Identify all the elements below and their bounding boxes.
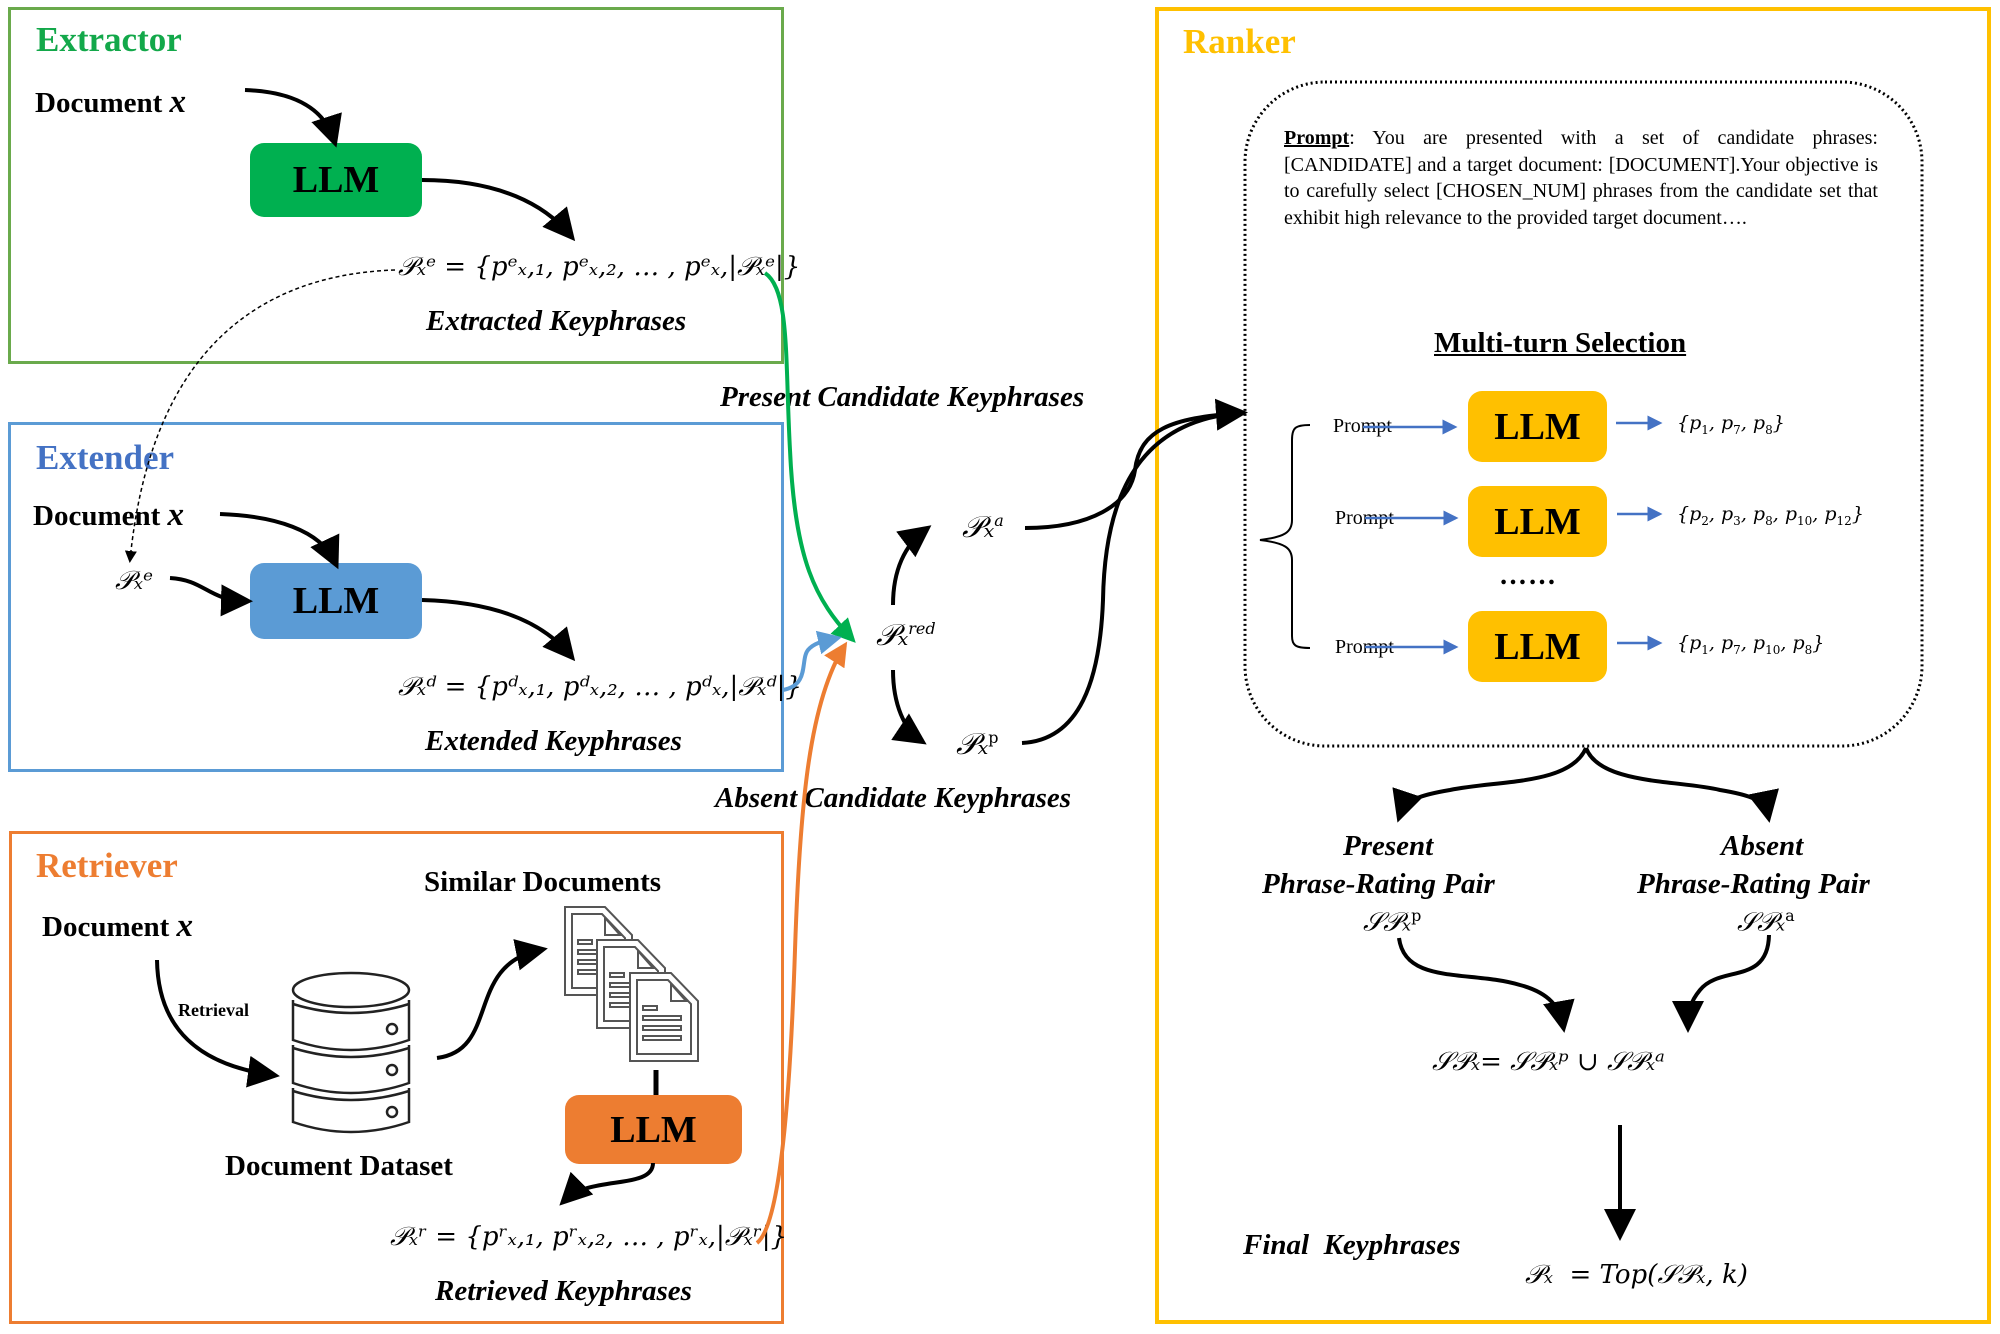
document-var: x — [169, 84, 187, 120]
extender-llm-box: LLM — [250, 563, 422, 639]
retrieval-label: Retrieval — [178, 1000, 249, 1020]
turns-ellipsis: …… — [1499, 560, 1557, 591]
extender-title: Extender — [36, 438, 175, 477]
extender-document-label: Document x — [33, 497, 184, 534]
present-candidate-label: Present Candidate Keyphrases — [720, 381, 1085, 413]
turn-3-prompt: Prompt — [1335, 636, 1394, 658]
selected-phrase: p1 — [1689, 632, 1709, 657]
extractor-title: Extractor — [36, 20, 182, 59]
llm-label: LLM — [292, 159, 380, 201]
selected-phrase: p8 — [1792, 632, 1813, 657]
extender-output-formula: 𝒫ₓᵈ = {pᵈₓ,₁, pᵈₓ,₂, … , pᵈₓ,|𝒫ₓᵈ|} — [398, 672, 802, 703]
formula-text: 𝒫ₓᵉ = {pᵉₓ,₁, pᵉₓ,₂, … , pᵉₓ,|𝒫ₓᵉ|} — [398, 252, 801, 282]
document-text: Document — [35, 87, 163, 119]
llm-label: LLM — [610, 1108, 697, 1151]
selected-phrase: p12 — [1824, 503, 1852, 528]
extractor-output-formula: 𝒫ₓᵉ = {pᵉₓ,₁, pᵉₓ,₂, … , pᵉₓ,|𝒫ₓᵉ|} — [398, 252, 800, 283]
selected-phrase: p10 — [1752, 632, 1781, 657]
llm-label: LLM — [1494, 500, 1581, 543]
p-present-formula: 𝒫ₓp — [956, 727, 999, 762]
document-dataset-label: Document Dataset — [225, 1150, 453, 1182]
arrow-pred-to-pp — [891, 669, 927, 745]
formula-sup: a — [1785, 906, 1795, 925]
formula-sup: a — [994, 511, 1004, 530]
turn-3-llm-box: LLM — [1468, 611, 1607, 682]
llm-label: LLM — [1494, 625, 1581, 668]
turn-1-llm-box: LLM — [1468, 391, 1607, 462]
turn-1-prompt: Prompt — [1333, 415, 1392, 437]
document-text: Document — [33, 500, 161, 532]
final-formula: 𝒫ₓ = Top(𝒮𝒫ₓ, k) — [1525, 1260, 1748, 1290]
arrow-pred-to-pa — [891, 525, 932, 606]
formula-text: 𝒮𝒫ₓ — [1363, 907, 1412, 938]
extractor-panel — [8, 7, 784, 364]
extender-input-formula: 𝒫ₓᵉ — [115, 566, 153, 597]
turn-2-llm-box: LLM — [1468, 486, 1607, 557]
llm-label: LLM — [292, 580, 380, 622]
formula-text: 𝒮𝒫ₓ — [1737, 907, 1786, 938]
selected-phrase: p8 — [1752, 503, 1773, 528]
turn-2-selection: {p2, p3, p8, p10, p12} — [1677, 503, 1864, 528]
selected-phrase: p2 — [1689, 503, 1709, 528]
present-pair-subtitle: Phrase-Rating Pair — [1262, 868, 1495, 900]
union-formula: 𝒮𝒫ₓ= 𝒮𝒫ₓᵖ ∪ 𝒮𝒫ₓᵃ — [1432, 1047, 1665, 1077]
turn-1-selection: {p1, p7, p8} — [1677, 412, 1785, 437]
p-absent-formula: 𝒫ₓa — [962, 510, 1004, 545]
document-var: x — [176, 908, 194, 944]
multi-turn-title: Multi-turn Selection — [1434, 327, 1687, 359]
formula-text: 𝒫ₓ — [962, 510, 995, 545]
formula-text: 𝒫ₓ — [876, 618, 909, 653]
p-red-formula: 𝒫ₓred — [876, 618, 936, 653]
absent-pair-title: Absent — [1721, 830, 1804, 862]
llm-label: LLM — [1494, 405, 1581, 448]
formula-text: 𝒫ₓᵉ — [115, 566, 154, 596]
selected-phrase: p7 — [1721, 412, 1741, 437]
retriever-output-caption: Retrieved Keyphrases — [435, 1275, 692, 1307]
turn-3-selection: {p1, p7, p10, p8} — [1677, 632, 1825, 657]
formula-text: 𝒫ₓ — [956, 727, 989, 762]
selected-phrase: p10 — [1784, 503, 1813, 528]
prompt-label: Prompt — [1284, 127, 1350, 149]
extractor-output-caption: Extracted Keyphrases — [426, 305, 687, 337]
retriever-title: Retriever — [36, 846, 178, 885]
selected-phrase: p3 — [1721, 503, 1741, 528]
selected-phrase: p7 — [1721, 632, 1741, 657]
prompt-template: Prompt: You are presented with a set of … — [1284, 125, 1878, 231]
present-pair-formula: 𝒮𝒫ₓp — [1363, 906, 1421, 939]
retriever-llm-box: LLM — [565, 1095, 742, 1164]
turn-2-prompt: Prompt — [1335, 507, 1394, 529]
formula-text: 𝒫ₓᵈ = {pᵈₓ,₁, pᵈₓ,₂, … , pᵈₓ,|𝒫ₓᵈ|} — [398, 672, 802, 702]
retriever-document-label: Document x — [42, 908, 193, 945]
formula-sup: p — [1411, 906, 1422, 925]
formula-text: 𝒫ₓʳ = {pʳₓ,₁, pʳₓ,₂, … , pʳₓ,|𝒫ₓʳ|} — [390, 1222, 788, 1252]
similar-documents-label: Similar Documents — [424, 866, 662, 898]
selected-phrase: p1 — [1689, 412, 1709, 437]
absent-pair-formula: 𝒮𝒫ₓa — [1737, 906, 1795, 939]
present-pair-title: Present — [1343, 830, 1434, 862]
extractor-llm-box: LLM — [250, 143, 422, 217]
document-var: x — [167, 497, 185, 533]
extractor-document-label: Document x — [35, 84, 186, 121]
absent-candidate-label: Absent Candidate Keyphrases — [715, 782, 1072, 814]
retriever-output-formula: 𝒫ₓʳ = {pʳₓ,₁, pʳₓ,₂, … , pʳₓ,|𝒫ₓʳ|} — [390, 1222, 787, 1253]
formula-sup: p — [988, 728, 999, 747]
selected-phrase: p8 — [1752, 412, 1773, 437]
extender-output-caption: Extended Keyphrases — [425, 725, 682, 757]
absent-pair-subtitle: Phrase-Rating Pair — [1637, 868, 1870, 900]
ranker-title: Ranker — [1183, 22, 1296, 61]
final-keyphrases-label: Final Keyphrases — [1243, 1229, 1461, 1261]
formula-sup: red — [908, 619, 936, 638]
document-text: Document — [42, 911, 170, 943]
prompt-body: : You are presented with a set of candid… — [1284, 127, 1878, 229]
